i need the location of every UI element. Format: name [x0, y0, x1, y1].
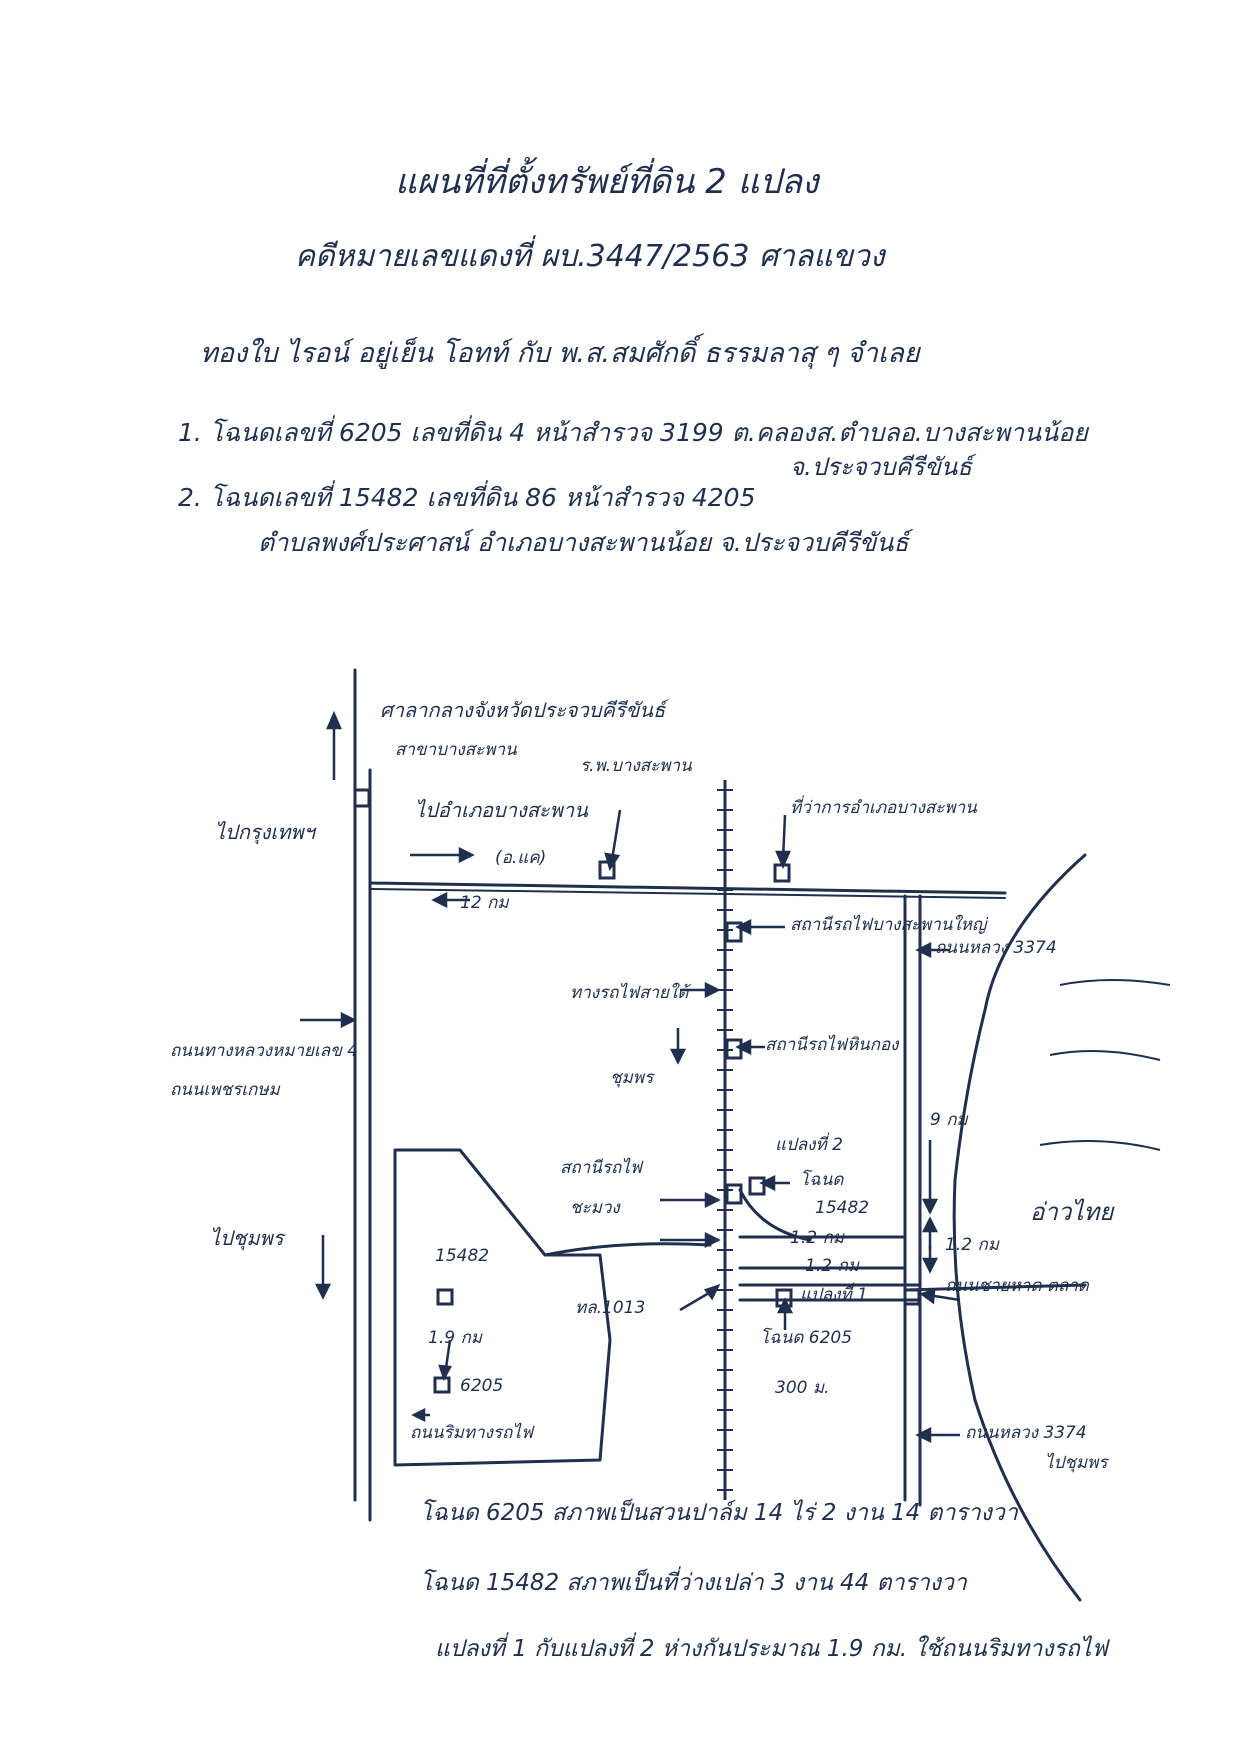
- label-300m: 300 ม.: [775, 1378, 830, 1398]
- parcel-1-line: 1. โฉนดเลขที่ 6205 เลขที่ดิน 4 หน้าสำรวจ…: [178, 418, 1088, 447]
- label-station-chamuang-sub: ชะมวง: [570, 1198, 620, 1218]
- label-to-district: ไปอำเภอบางสะพาน: [415, 798, 588, 822]
- label-to-chumphon-right: ไปชุมพร: [1045, 1453, 1108, 1473]
- label-provincial-office: ศาลากลางจังหวัดประจวบคีรีขันธ์: [380, 698, 666, 722]
- label-highway-4: ถนนทางหลวงหมายเลข 4: [170, 1041, 359, 1061]
- district-office-marker: [773, 863, 791, 883]
- label-inset-rail-side-road: ถนนริมทางรถไฟ: [410, 1423, 533, 1443]
- railway: [717, 780, 733, 1500]
- arrow-to-bangkok: [326, 710, 342, 730]
- case-number-line: คดีหมายเลขแดงที่ ผบ.3447/2563 ศาลแขวง: [295, 239, 885, 274]
- footer-note-15482: โฉนด 15482 สภาพเป็นที่ว่างเปล่า 3 งาน 44…: [420, 1570, 967, 1596]
- label-district-office: ที่ว่าการอำเภอบางสะพาน: [790, 798, 977, 818]
- parties-line: ทองใบ ไรอน์ อยู่เย็น โอทท์ กับ พ.ส.สมศัก…: [200, 338, 920, 369]
- label-district-paren: (อ.แค): [495, 848, 547, 868]
- label-southern-railway: ทางรถไฟสายใต้: [570, 983, 689, 1003]
- label-highway-4-sub: ถนนเพชรเกษม: [170, 1080, 280, 1100]
- parcel-2-location: ตำบลพงศ์ประศาสน์ อำเภอบางสะพานน้อย จ.ประ…: [258, 528, 909, 557]
- coast-junction-marker: [903, 1288, 921, 1306]
- inset-plot-15482: [436, 1288, 454, 1306]
- label-to-chumphon-left: ไปชุมพร: [210, 1226, 284, 1250]
- parcel-2-line: 2. โฉนดเลขที่ 15482 เลขที่ดิน 86 หน้าสำร…: [178, 483, 756, 512]
- label-distance-1-2-b: 1.2 กม: [805, 1256, 859, 1276]
- label-inset-6205: 6205: [460, 1376, 504, 1396]
- label-road-1013: ทล.1013: [575, 1298, 646, 1318]
- inset-area-outline: [393, 1148, 612, 1467]
- label-station-hinkong: สถานีรถไฟหินกอง: [765, 1035, 899, 1055]
- label-plot-1: แปลงที่ 1: [800, 1285, 868, 1305]
- road-1013: [543, 1242, 712, 1257]
- label-deed-15482-num: 15482: [815, 1198, 870, 1218]
- station-bang-saphan-yai-marker: [725, 921, 743, 943]
- top-road: [368, 881, 1007, 895]
- road-chamuang: [738, 1188, 812, 1242]
- label-hospital: ร.พ.บางสะพาน: [580, 756, 692, 776]
- label-distance-1-2-a: 1.2 กม: [790, 1228, 844, 1248]
- label-highway-3374-top: ถนนหลวง 3374: [935, 938, 1057, 958]
- station-chamuang-marker: [725, 1183, 743, 1205]
- inset-plot-6205: [433, 1376, 451, 1394]
- label-coast-road: ถนนชายหาด ตลาด: [945, 1276, 1089, 1296]
- province-note: จ.ประจวบคีรีขันธ์: [790, 453, 972, 481]
- label-station-bang-saphan-yai: สถานีรถไฟบางสะพานใหญ่: [790, 915, 987, 935]
- map-title: แผนที่ที่ตั้งทรัพย์ที่ดิน 2 แปลง: [395, 162, 819, 202]
- label-inset-distance: 1.9 กม: [428, 1328, 482, 1348]
- label-inset-15482: 15482: [435, 1246, 490, 1266]
- label-deed-6205: โฉนด 6205: [760, 1328, 853, 1348]
- label-bang-saphan-branch: สาขาบางสะพาน: [395, 740, 517, 760]
- coastline: [952, 853, 1087, 1602]
- label-plot-2: แปลงที่ 2: [775, 1135, 843, 1155]
- label-gulf-of-thailand: อ่าวไทย: [1030, 1198, 1114, 1226]
- label-chumphon-rail: ชุมพร: [610, 1068, 654, 1088]
- label-deed-15482: โฉนด: [800, 1170, 844, 1190]
- plot-2-marker: [748, 1176, 766, 1196]
- label-9km: 9 กม: [930, 1110, 968, 1130]
- label-station-chamuang: สถานีรถไฟ: [560, 1158, 642, 1178]
- label-to-bangkok: ไปกรุงเทพฯ: [215, 820, 315, 844]
- office-marker: [353, 788, 371, 808]
- footer-note-6205: โฉนด 6205 สภาพเป็นสวนปาล์ม 14 ไร่ 2 งาน …: [420, 1500, 1018, 1526]
- label-12km: 12 กม: [460, 893, 509, 913]
- label-highway-3374-bottom: ถนนหลวง 3374: [965, 1423, 1087, 1443]
- label-distance-1-2-c: 1.2 กม: [945, 1235, 999, 1255]
- top-road-b: [371, 888, 1006, 899]
- footer-note-distance: แปลงที่ 1 กับแปลงที่ 2 ห่างกันประมาณ 1.9…: [435, 1636, 1108, 1662]
